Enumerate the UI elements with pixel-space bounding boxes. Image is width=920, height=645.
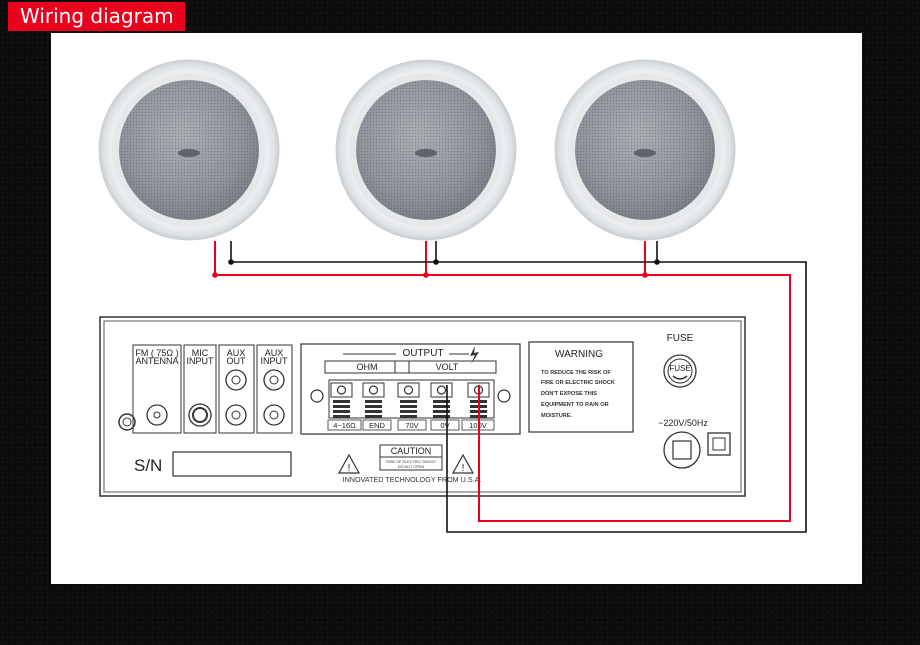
terminal-label-1: 4~16Ω: [333, 421, 356, 430]
volt-label: VOLT: [436, 362, 459, 372]
terminal-4-16ohm: [330, 382, 353, 418]
mic-input-jack: [188, 403, 212, 427]
wire-black-common: [230, 241, 807, 533]
wire-junctions: [212, 259, 660, 278]
fm-label-line2: ANTENNA: [135, 356, 178, 366]
diagram-title: Wiring diagram: [8, 2, 185, 31]
svg-text:!: !: [462, 463, 465, 474]
fuse-inner-label: FUSE: [669, 364, 690, 373]
warning-line-3: DON'T EXPOSE THIS: [541, 391, 597, 397]
serial-number-field: [172, 451, 292, 477]
lightning-icon: [470, 346, 479, 364]
ground-screw-icon: [118, 413, 136, 431]
ceiling-speaker-2: [335, 59, 517, 241]
speaker-logo-icon: [178, 149, 200, 157]
warning-line-1: TO REDUCE THE RISK OF: [541, 370, 611, 376]
terminal-0v: [430, 382, 453, 418]
aux-in-jack-bottom: [263, 404, 285, 426]
speaker-logo-icon: [634, 149, 656, 157]
fuse-label: FUSE: [667, 333, 694, 344]
aux-out-jack-top: [225, 369, 247, 391]
mic-label-line1: MIC: [192, 348, 209, 358]
fm-antenna-jack: [146, 404, 168, 426]
terminal-label-3: 70V: [405, 421, 418, 430]
warning-box: WARNING TO REDUCE THE RISK OF FIRE OR EL…: [528, 341, 634, 433]
power-rating-label: ~220V/50Hz: [658, 418, 708, 428]
terminal-end: [362, 382, 385, 418]
output-label: OUTPUT: [402, 348, 443, 359]
wire-red-positive: [214, 241, 791, 522]
aux-in-label-line1: AUX: [265, 348, 284, 358]
warning-line-4: EQUIPMENT TO RAIN OR: [541, 402, 609, 408]
warning-line-5: MOISTURE.: [541, 413, 573, 419]
terminal-70v: [397, 382, 420, 418]
ohm-label: OHM: [357, 362, 378, 372]
caution-title: CAUTION: [391, 446, 432, 456]
wiring-diagram: FM ( 75Ω ) ANTENNA MIC INPUT AUX OUT AUX…: [98, 59, 807, 533]
ceiling-speaker-1: [98, 59, 280, 241]
mount-screw-left-icon: [310, 389, 324, 403]
caution-line-2: DO NOT OPEN: [398, 465, 425, 469]
terminal-label-4: 0V: [440, 421, 449, 430]
mic-label-line2: INPUT: [187, 356, 215, 366]
diagram-panel: FM ( 75Ω ) ANTENNA MIC INPUT AUX OUT AUX…: [51, 33, 862, 584]
mount-screw-right-icon: [497, 389, 511, 403]
svg-text:!: !: [348, 463, 351, 474]
warning-triangle-icon: [451, 453, 475, 474]
warning-triangle-icon: [337, 453, 361, 474]
power-socket-icon: [663, 431, 701, 469]
brand-tagline: INNOVATED TECHNOLOGY FROM U.S.A.: [343, 475, 482, 484]
fm-label-line1: FM ( 75Ω ): [135, 348, 178, 358]
aux-out-label-line2: OUT: [227, 356, 247, 366]
aux-out-jack-bottom: [225, 404, 247, 426]
aux-out-label-line1: AUX: [227, 348, 246, 358]
input-section: FM ( 75Ω ) ANTENNA MIC INPUT AUX OUT AUX…: [118, 344, 293, 434]
warning-line-2: FIRE OR ELECTRIC SHOCK: [541, 380, 615, 386]
amplifier-rear-panel: FM ( 75Ω ) ANTENNA MIC INPUT AUX OUT AUX…: [99, 316, 746, 497]
aux-in-jack-top: [263, 369, 285, 391]
serial-label: S/N: [134, 456, 162, 475]
power-switch-icon: [707, 432, 731, 456]
fuse-holder-icon: FUSE: [663, 354, 697, 388]
ceiling-speaker-3: [554, 59, 736, 241]
warning-title: WARNING: [555, 349, 603, 360]
speaker-logo-icon: [415, 149, 437, 157]
aux-in-label-line2: INPUT: [261, 356, 289, 366]
caution-line-1: RISK OF ELECTRIC SHOCK: [386, 460, 436, 464]
caution-label: ! CAUTION RISK OF ELECTRIC SHOCK DO NOT …: [337, 444, 482, 484]
terminal-label-2: END: [369, 421, 385, 430]
